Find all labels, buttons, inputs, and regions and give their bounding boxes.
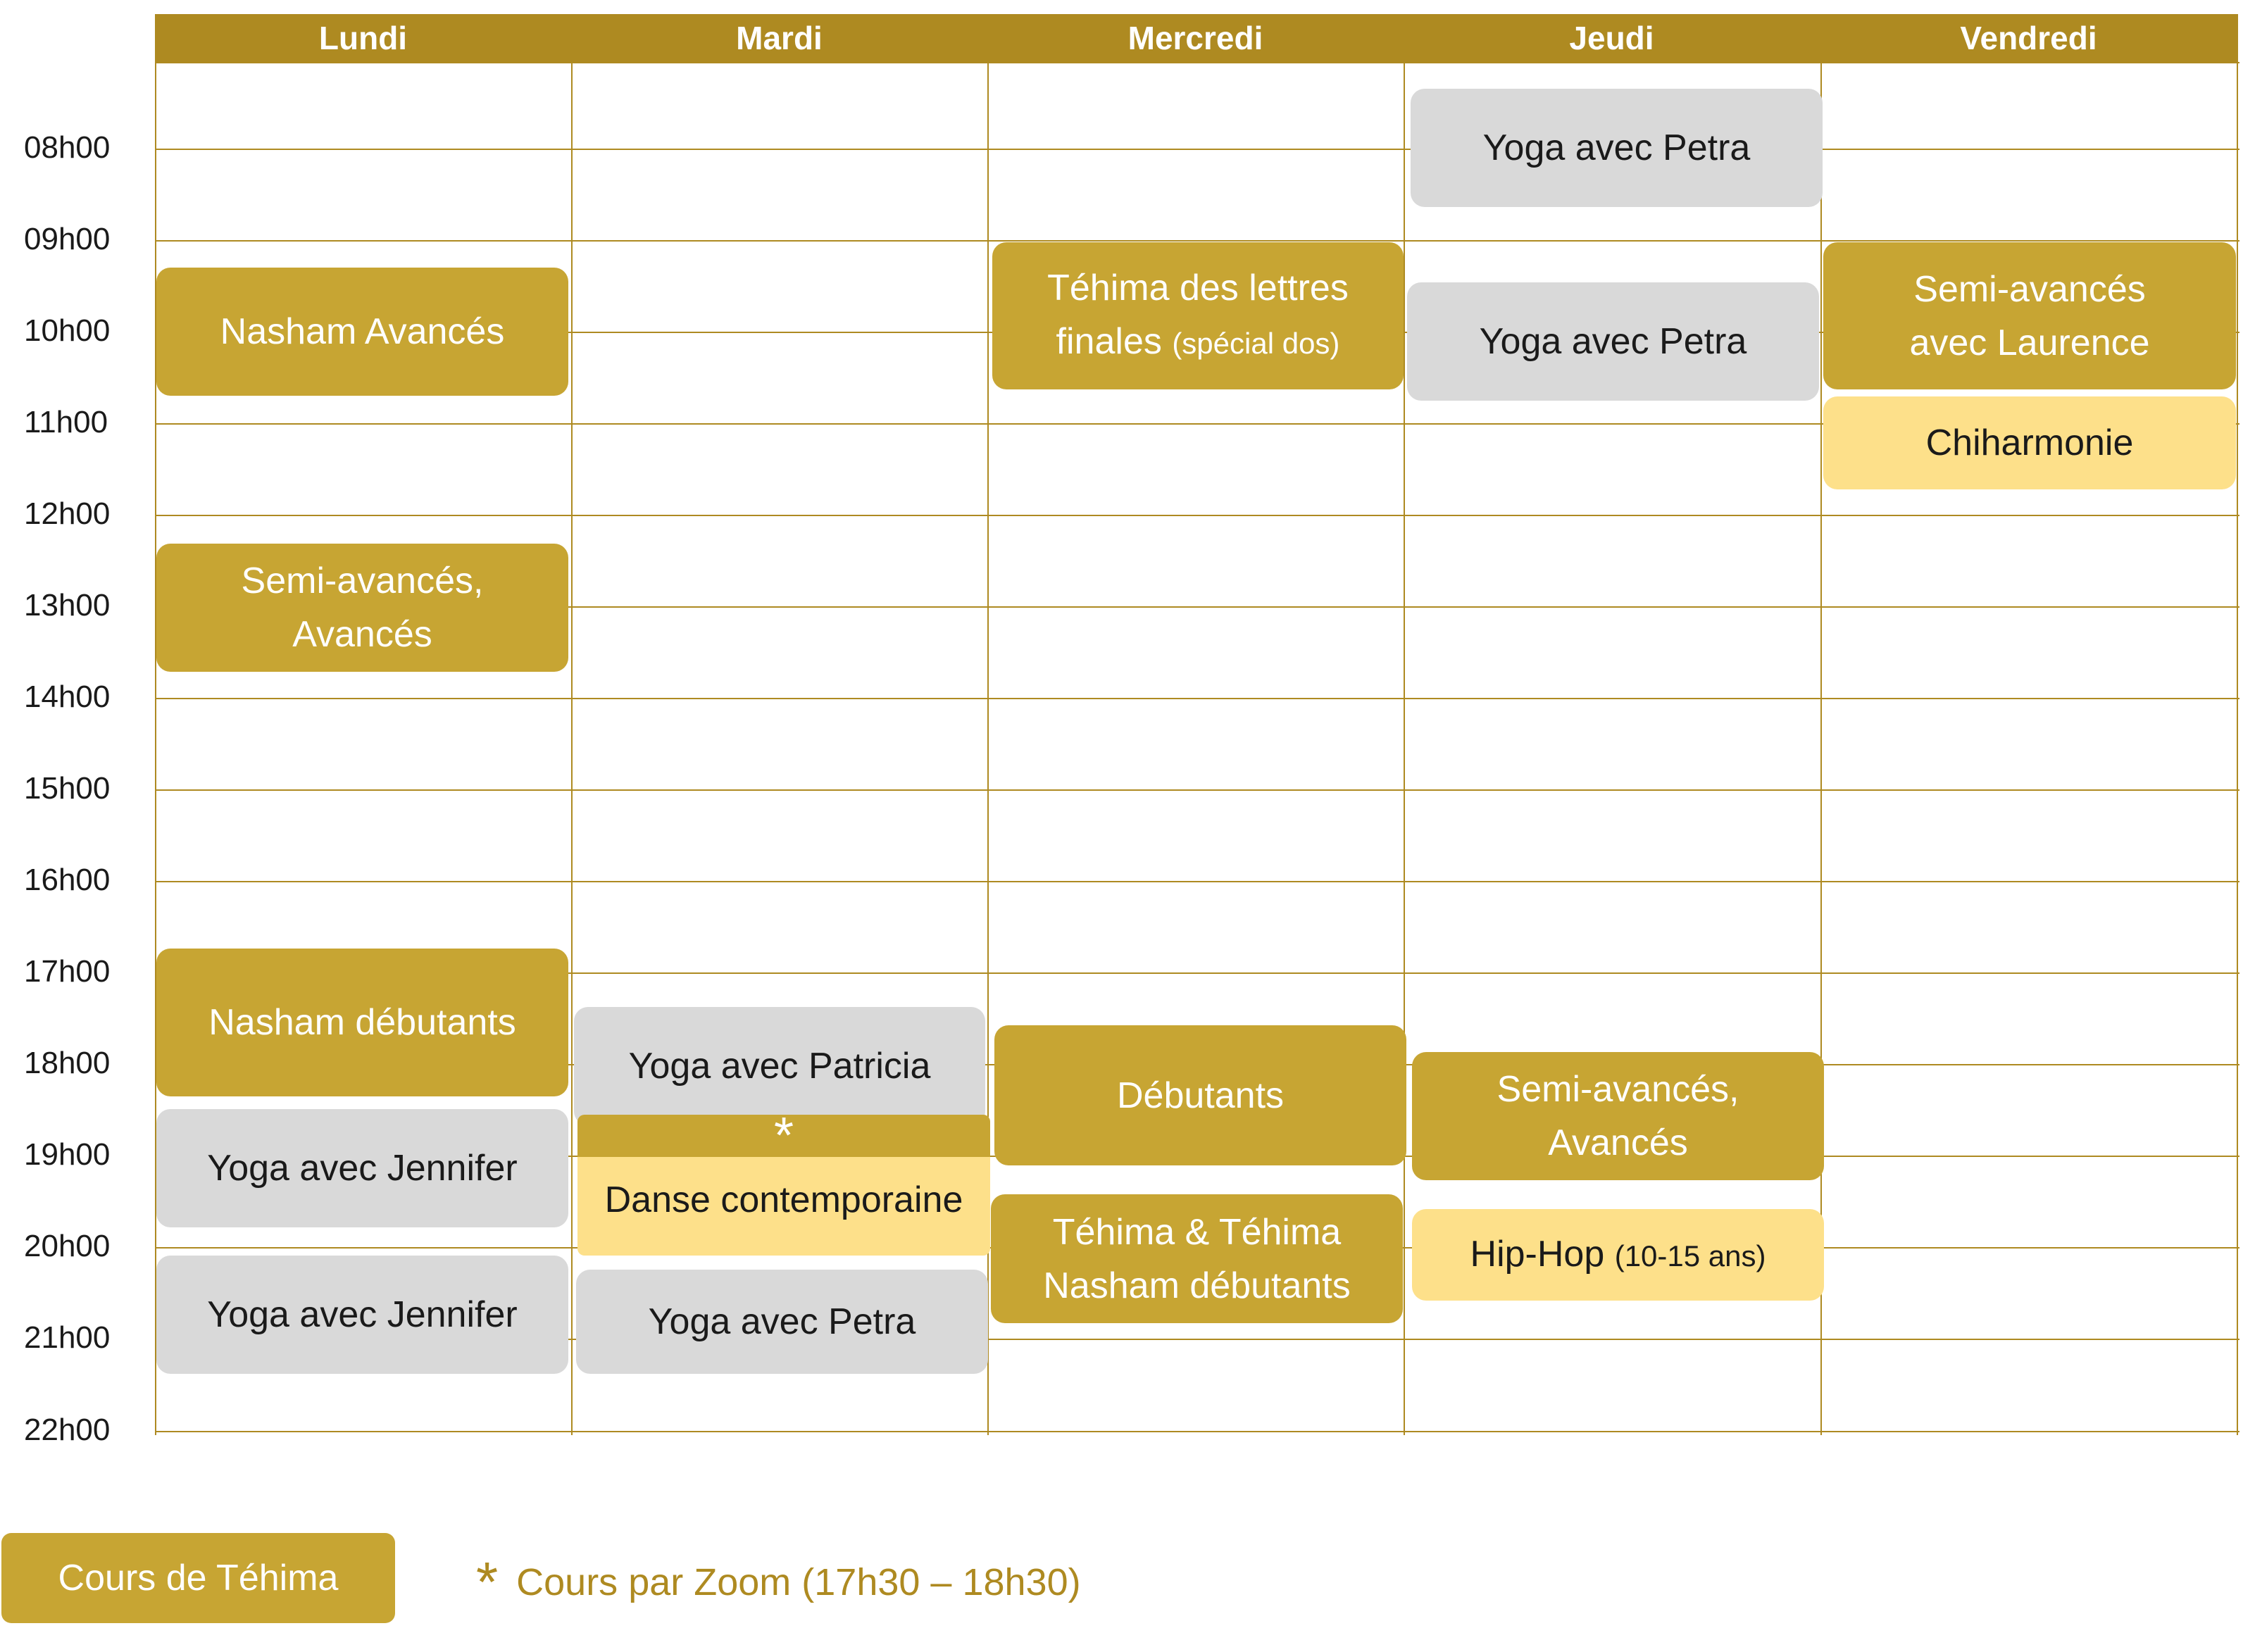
grid-line [155, 62, 2239, 63]
time-label: 11h00 [24, 405, 108, 439]
grid-line [2237, 62, 2238, 1435]
time-label: 17h00 [24, 954, 111, 989]
time-label: 18h00 [24, 1046, 111, 1080]
event-mardi-yoga-patricia[interactable]: Yoga avec Patricia [574, 1007, 985, 1125]
event-label: finales [1056, 321, 1162, 362]
grid-line [155, 1431, 2239, 1432]
grid-line [571, 62, 573, 1435]
day-header-mercredi: Mercredi [1127, 20, 1263, 56]
event-label: avec Laurence [1909, 322, 2150, 363]
grid-line [155, 515, 2239, 516]
grid-line [155, 606, 2239, 608]
event-label: Avancés [292, 614, 432, 655]
grid-line [155, 789, 2239, 791]
zoom-asterisk-icon: * [773, 1108, 794, 1164]
legend-tehima-label: Cours de Téhima [58, 1558, 339, 1598]
day-header-bar [155, 14, 2238, 62]
event-vendredi-chiharmonie[interactable]: Chiharmonie [1823, 396, 2236, 489]
time-label: 12h00 [24, 496, 111, 531]
event-mercredi-tehima-lettres-finales[interactable]: Téhima des lettres finales (spécial dos) [992, 242, 1404, 389]
time-label: 14h00 [24, 680, 111, 714]
time-label: 16h00 [24, 863, 111, 897]
event-jeudi-yoga-petra[interactable]: Yoga avec Petra [1411, 89, 1823, 207]
event-label: Semi-avancés [1913, 268, 2146, 310]
legend-zoom: * Cours par Zoom (17h30 – 18h30) [476, 1551, 1081, 1613]
event-label: Danse contemporaine [604, 1179, 963, 1220]
grid-line [155, 149, 2239, 150]
grid-line [155, 423, 2239, 425]
event-label: Téhima des lettres [1047, 268, 1349, 308]
event-mardi-danse-contemporaine[interactable]: * Danse contemporaine [577, 1110, 990, 1256]
event-lundi-yoga-jennifer[interactable]: Yoga avec Jennifer [156, 1256, 568, 1374]
event-label: Nasham débutants [1043, 1265, 1351, 1306]
event-label: Yoga avec Patricia [628, 1046, 931, 1087]
event-label: Avancés [1548, 1122, 1688, 1163]
event-label: Yoga avec Jennifer [207, 1294, 518, 1335]
event-note: (spécial dos) [1172, 327, 1340, 360]
event-mardi-yoga-petra[interactable]: Yoga avec Petra [576, 1270, 988, 1374]
event-label: Téhima & Téhima [1052, 1211, 1342, 1253]
event-lundi-yoga-jennifer[interactable]: Yoga avec Jennifer [156, 1109, 568, 1227]
event-label: Nasham débutants [208, 1002, 516, 1043]
event-jeudi-semi-avances[interactable]: Semi-avancés, Avancés [1412, 1052, 1824, 1180]
grid-line [155, 1339, 2239, 1340]
time-label: 20h00 [24, 1229, 111, 1263]
grid-line [155, 698, 2239, 699]
event-lundi-semi-avances[interactable]: Semi-avancés, Avancés [156, 544, 568, 672]
grid-line [987, 62, 989, 1435]
legend-tehima-swatch: Cours de Téhima [1, 1533, 395, 1623]
event-label: Semi-avancés, [1497, 1069, 1739, 1110]
day-header-mardi: Mardi [736, 20, 823, 56]
grid-line [155, 62, 156, 1435]
zoom-time-band [577, 1115, 990, 1157]
time-label: 10h00 [24, 313, 111, 348]
event-label: Nasham Avancés [220, 311, 505, 352]
event-lundi-nasham-avances[interactable]: Nasham Avancés [156, 268, 568, 396]
legend-zoom-label: Cours par Zoom (17h30 – 18h30) [516, 1561, 1081, 1603]
event-mercredi-debutants[interactable]: Débutants [994, 1025, 1406, 1165]
grid-line [155, 240, 2239, 242]
event-label: Yoga avec Petra [648, 1301, 916, 1342]
time-label: 22h00 [24, 1413, 111, 1447]
event-jeudi-hiphop[interactable]: Hip-Hop (10-15 ans) [1412, 1209, 1824, 1301]
day-header-jeudi: Jeudi [1569, 20, 1654, 56]
day-header-vendredi: Vendredi [1960, 20, 2097, 56]
event-label: Hip-Hop [1470, 1233, 1605, 1275]
event-label: Yoga avec Petra [1482, 127, 1751, 168]
event-label: Chiharmonie [1925, 423, 2134, 463]
time-label: 13h00 [24, 588, 111, 622]
event-label: Yoga avec Petra [1479, 321, 1747, 362]
event-label: Yoga avec Jennifer [207, 1148, 518, 1189]
time-label: 08h00 [24, 130, 111, 165]
event-lundi-nasham-debutants[interactable]: Nasham débutants [156, 949, 568, 1096]
time-label: 15h00 [24, 771, 111, 806]
event-label: Semi-avancés, [241, 561, 484, 601]
event-vendredi-semi-avances-laurence[interactable]: Semi-avancés avec Laurence [1823, 242, 2236, 389]
event-note: (10-15 ans) [1614, 1239, 1766, 1272]
event-jeudi-yoga-petra[interactable]: Yoga avec Petra [1407, 282, 1819, 401]
grid-line [1820, 62, 1822, 1435]
time-label: 19h00 [24, 1137, 111, 1172]
time-label: 21h00 [24, 1320, 111, 1355]
day-header-lundi: Lundi [318, 20, 408, 56]
grid-line [155, 881, 2239, 882]
grid-line [155, 972, 2239, 974]
grid-line [1404, 62, 1405, 1435]
time-label: 09h00 [24, 222, 111, 256]
event-label: Débutants [1116, 1075, 1285, 1116]
zoom-asterisk-icon: * [476, 1551, 499, 1613]
